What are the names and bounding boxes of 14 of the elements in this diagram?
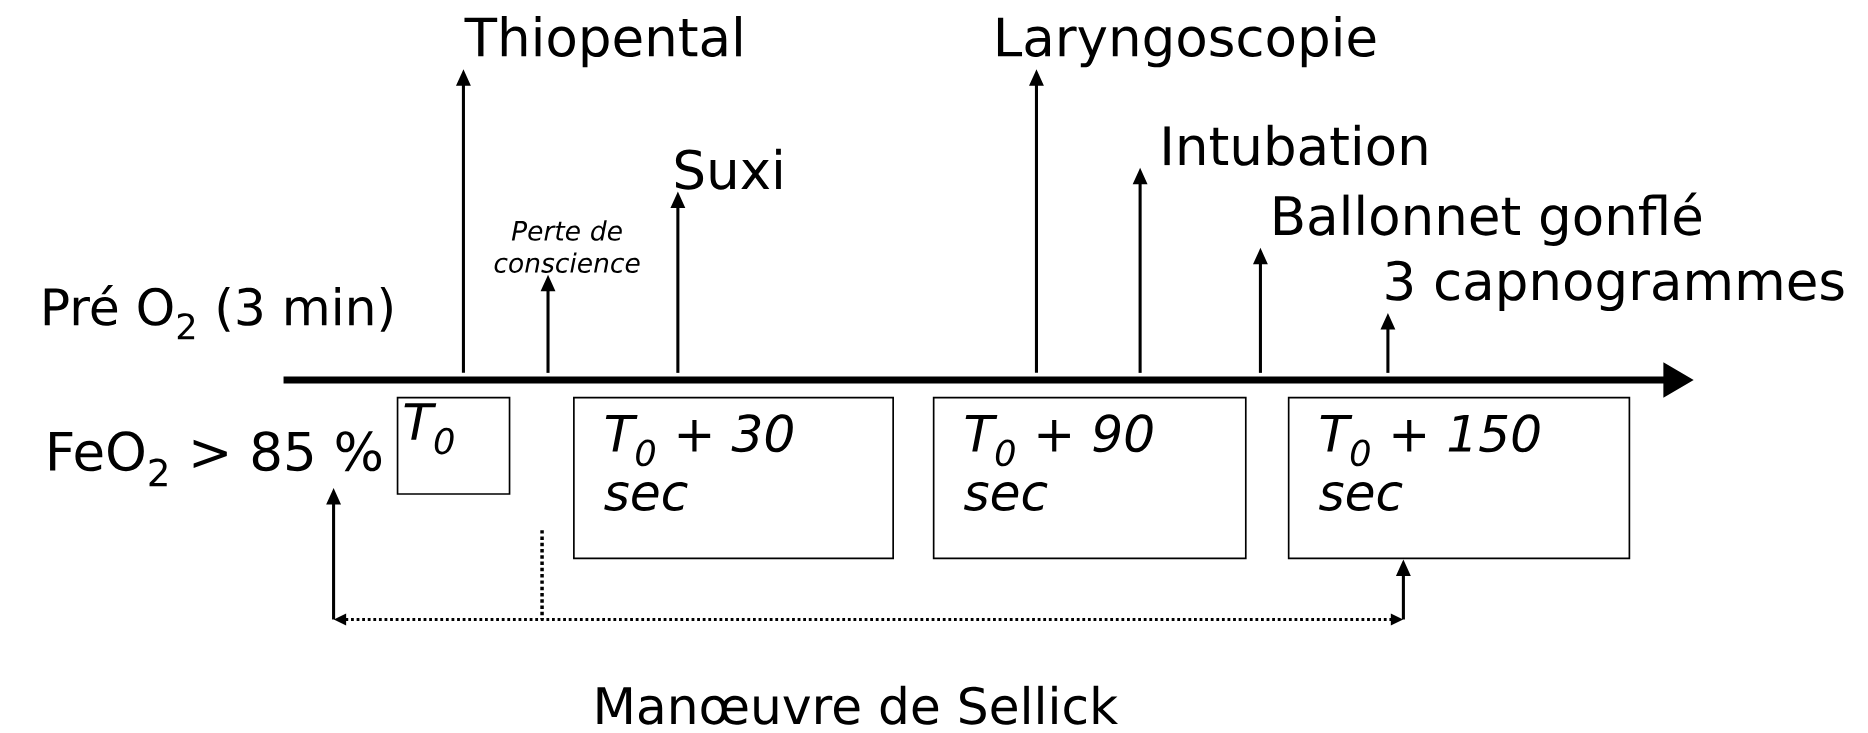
event-label: Ballonnet gonflé	[1274, 192, 1702, 247]
event-label: FeO$_{2}$ > 85 %	[50, 431, 382, 487]
event-label: Suxi	[675, 148, 781, 190]
time-box: T$_{0}$ + 30 sec	[573, 396, 894, 560]
event-label: Intubation	[1164, 125, 1427, 166]
event-label: Laryngoscopie	[997, 16, 1376, 68]
time-box: T$_{0}$ + 90 sec	[932, 396, 1247, 560]
text-label: Manœuvre de Sellick	[597, 686, 1119, 725]
text-label: Pré O$_{2}$ (3 min)	[44, 285, 392, 340]
time-box: T$_{0}$ + 150 sec	[1287, 396, 1631, 560]
time-box: T$_{0}$	[396, 396, 511, 496]
event-label: Perte de conscience	[494, 220, 640, 274]
event-label: 3 capnogrammes	[1386, 260, 1844, 312]
event-label: Thiopental	[464, 16, 741, 68]
